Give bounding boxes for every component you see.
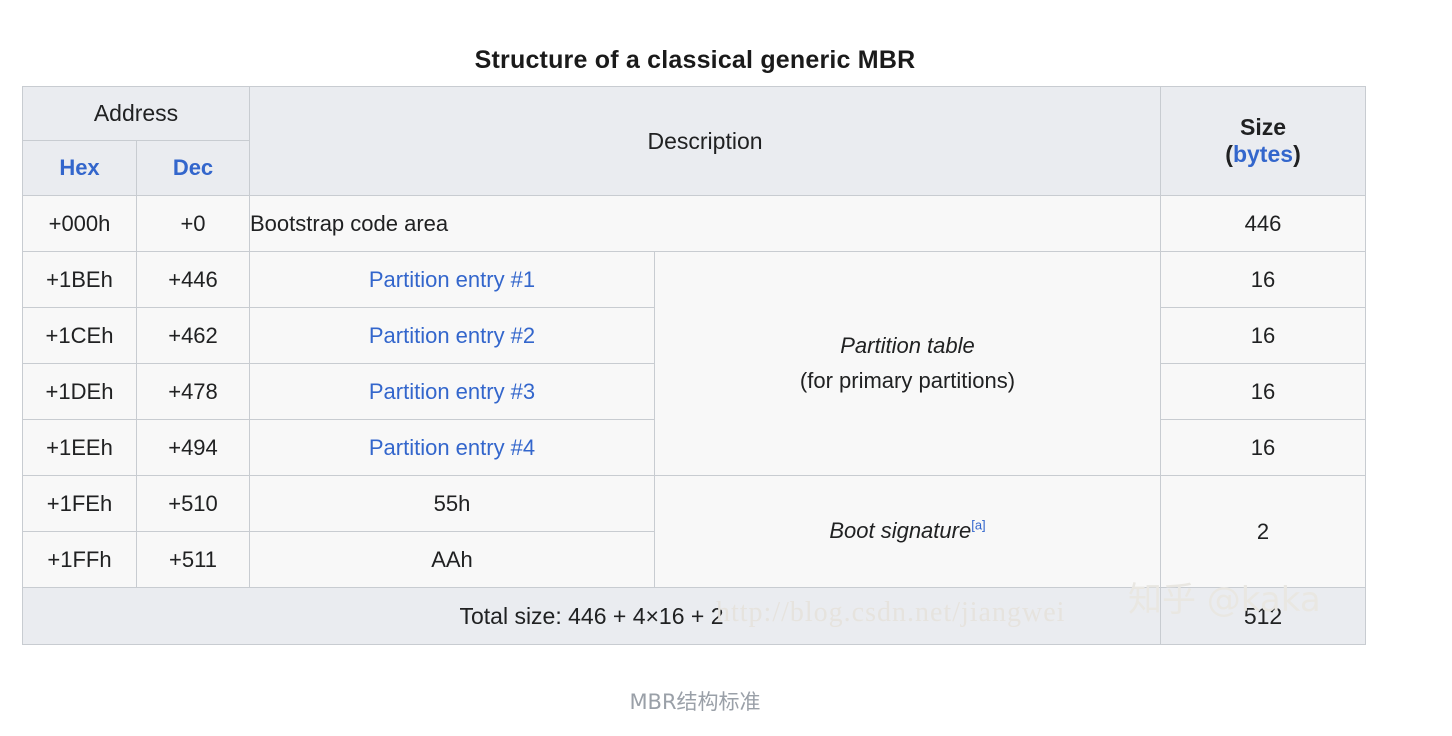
table-header-row-1: Address Description Size (bytes) bbox=[22, 86, 1367, 196]
cell-hex: +1BEh bbox=[22, 251, 137, 308]
table-row: +1BEh +446 Partition entry #1 Partition … bbox=[22, 251, 1367, 476]
cell-description: Partition entry #4 bbox=[249, 419, 655, 476]
cell-description: AAh bbox=[249, 531, 655, 588]
cell-hex: +1FFh bbox=[22, 531, 137, 588]
table-row: +1CEh +462 Partition entry #2 16 bbox=[22, 307, 1367, 364]
cell-hex: +1FEh bbox=[22, 475, 137, 532]
table-header-row-2: Hex Dec bbox=[22, 140, 1366, 196]
header-dec: Dec bbox=[136, 140, 250, 196]
table-total-row: Total size: 446 + 4×16 + 2 512 bbox=[21, 587, 1367, 645]
cell-size: 2 bbox=[1160, 475, 1367, 588]
cell-description: Bootstrap code area bbox=[248, 195, 1162, 252]
header-hex: Hex bbox=[22, 140, 137, 196]
cell-size: 16 bbox=[1160, 251, 1367, 308]
cell-hex: +1DEh bbox=[22, 363, 137, 420]
cell-dec: +494 bbox=[136, 419, 250, 476]
header-address: Address bbox=[22, 86, 250, 141]
partition-table-sublabel: (for primary partitions) bbox=[799, 367, 1016, 393]
cell-description: 55h bbox=[249, 475, 655, 532]
footnote-a-link[interactable]: [a] bbox=[971, 518, 986, 534]
header-size-unit: (bytes) bbox=[1161, 141, 1365, 168]
paren-open: ( bbox=[1225, 141, 1233, 167]
header-size-label: Size bbox=[1240, 114, 1287, 140]
partition-table-label: Partition table bbox=[840, 333, 975, 359]
table-row: +000h +0 Bootstrap code area 446 bbox=[22, 195, 1367, 252]
partition-entry-1-link[interactable]: Partition entry #1 bbox=[368, 266, 536, 292]
cell-dec: +510 bbox=[136, 475, 250, 532]
total-size-label: Total size: 446 + 4×16 + 2 bbox=[21, 587, 1162, 645]
page-title: Structure of a classical generic MBR bbox=[474, 46, 916, 74]
dec-link[interactable]: Dec bbox=[172, 155, 214, 180]
cell-dec: +446 bbox=[136, 251, 250, 308]
partition-entry-4-link[interactable]: Partition entry #4 bbox=[368, 434, 536, 460]
cell-size: 446 bbox=[1160, 195, 1367, 252]
mbr-structure-table-wrapper: Address Description Size (bytes) Hex Dec… bbox=[21, 86, 1367, 645]
cell-dec: +462 bbox=[136, 307, 250, 364]
partition-entry-2-link[interactable]: Partition entry #2 bbox=[368, 322, 536, 348]
bytes-link[interactable]: bytes bbox=[1232, 141, 1294, 167]
cell-dec: +478 bbox=[136, 363, 250, 420]
cell-partition-table: Partition table (for primary partitions) bbox=[653, 251, 1162, 476]
hex-link[interactable]: Hex bbox=[59, 155, 100, 180]
cell-size: 16 bbox=[1160, 419, 1367, 476]
cell-hex: +000h bbox=[22, 195, 137, 252]
boot-signature-label: Boot signature bbox=[829, 518, 972, 544]
table-row: +1FEh +510 55h Boot signature[a] 2 bbox=[22, 475, 1367, 588]
cell-description: Partition entry #3 bbox=[249, 363, 655, 420]
cell-hex: +1EEh bbox=[22, 419, 137, 476]
total-size-value: 512 bbox=[1160, 587, 1367, 645]
partition-entry-3-link[interactable]: Partition entry #3 bbox=[368, 378, 536, 404]
header-size: Size (bytes) bbox=[1160, 86, 1367, 196]
cell-boot-signature: Boot signature[a] bbox=[653, 475, 1162, 588]
cell-size: 16 bbox=[1160, 363, 1367, 420]
table-row: +1EEh +494 Partition entry #4 16 bbox=[22, 419, 1367, 476]
mbr-structure-table: Address Description Size (bytes) Hex Dec… bbox=[21, 86, 1367, 645]
paren-close: ) bbox=[1293, 141, 1301, 167]
cell-hex: +1CEh bbox=[22, 307, 137, 364]
cell-description: Partition entry #1 bbox=[249, 251, 655, 308]
cell-size: 16 bbox=[1160, 307, 1367, 364]
cell-dec: +511 bbox=[136, 531, 250, 588]
header-description: Description bbox=[248, 86, 1162, 196]
cell-description: Partition entry #2 bbox=[249, 307, 655, 364]
cell-dec: +0 bbox=[136, 195, 250, 252]
figure-caption: MBR结构标准 bbox=[629, 690, 761, 714]
table-row: +1DEh +478 Partition entry #3 16 bbox=[22, 363, 1367, 420]
